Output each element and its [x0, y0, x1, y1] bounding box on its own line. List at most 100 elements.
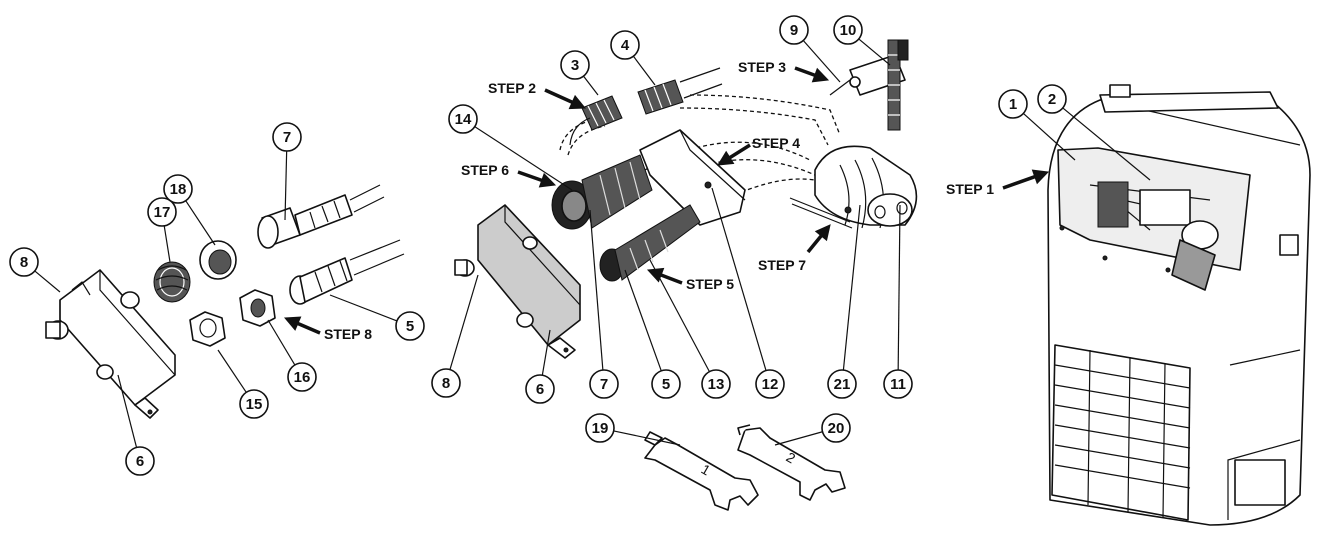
hose-adapter-11 [789, 145, 918, 229]
step-arrow-head [814, 224, 831, 242]
step-text: STEP 5 [686, 276, 734, 292]
step-arrow-head [568, 94, 587, 110]
center-assembly: 1 2 [454, 39, 918, 511]
step-label-step5: STEP 5 [646, 267, 734, 292]
step-text: STEP 3 [738, 59, 786, 75]
callout-number: 17 [154, 204, 171, 221]
leader-line [711, 187, 767, 371]
step-label-step4: STEP 4 [717, 135, 800, 166]
callout-c6b: 6 [525, 329, 555, 404]
callout-c17: 17 [147, 197, 177, 263]
leader-line [802, 40, 841, 83]
callout-circle [827, 369, 857, 399]
nut-18 [199, 240, 237, 280]
leader-line [185, 200, 216, 246]
leader-line [632, 55, 656, 86]
step-arrow-shaft [728, 143, 751, 160]
step-label-step2: STEP 2 [488, 80, 587, 110]
callout-circle [610, 30, 640, 60]
callout-c6a: 6 [117, 374, 155, 476]
leader-line [589, 209, 604, 371]
callout-number: 19 [592, 420, 609, 437]
callout-circle [585, 413, 615, 443]
callout-c11: 11 [883, 204, 913, 399]
wrench-19: 1 [644, 431, 759, 511]
callout-c16: 16 [267, 319, 317, 392]
hex-fitting-16 [239, 289, 276, 327]
callout-c8a: 8 [9, 247, 61, 293]
step-arrow-shaft [1002, 175, 1036, 190]
callout-number: 2 [1048, 91, 1056, 108]
leader-line [34, 270, 61, 293]
step-arrow-head [717, 150, 735, 166]
leader-line [541, 329, 551, 376]
step-arrow-shaft [806, 234, 823, 254]
callout-c8b: 8 [431, 274, 479, 398]
step-text: STEP 4 [752, 135, 800, 151]
callout-c12: 12 [711, 187, 785, 399]
callout-c2: 2 [1037, 84, 1151, 181]
callout-circle [589, 369, 619, 399]
leader-line [163, 225, 171, 263]
callout-c20: 20 [774, 413, 851, 446]
callout-number: 16 [294, 369, 311, 386]
step-label-step8: STEP 8 [283, 316, 372, 342]
leader-line [474, 126, 573, 191]
leader-line [1062, 107, 1151, 181]
step-arrow-head [811, 67, 830, 83]
callout-number: 5 [662, 376, 670, 393]
callout-circle [147, 197, 177, 227]
filter-4 [637, 67, 723, 115]
callout-number: 6 [136, 453, 144, 470]
step-arrow-shaft [297, 321, 321, 335]
step-arrow-shaft [794, 66, 816, 77]
callout-c15: 15 [217, 349, 269, 419]
callout-c10: 10 [833, 15, 891, 66]
callout-c7b: 7 [589, 209, 619, 399]
callout-c21: 21 [827, 204, 861, 399]
callout-c14: 14 [448, 104, 573, 191]
step-label-step3: STEP 3 [738, 59, 830, 83]
callout-number: 10 [840, 22, 857, 39]
callout-c3: 3 [560, 50, 599, 96]
step-label-step7: STEP 7 [758, 224, 831, 273]
left-assembly [45, 184, 405, 419]
callout-circle [395, 311, 425, 341]
step-label-step1: STEP 1 [946, 169, 1050, 197]
callout-c18: 18 [163, 174, 216, 246]
leader-line [842, 204, 861, 371]
callout-number: 8 [442, 375, 450, 392]
callout-number: 6 [536, 381, 544, 398]
step-label-step6: STEP 6 [461, 162, 557, 188]
fitting-7-left [257, 184, 385, 249]
step-text: STEP 2 [488, 80, 536, 96]
callout-c5a: 5 [329, 294, 425, 341]
leader-line [624, 269, 662, 372]
callout-number: 8 [20, 254, 28, 271]
callout-circle [125, 446, 155, 476]
fitting-5-left [289, 239, 405, 305]
callout-number: 20 [828, 420, 845, 437]
leader-line [649, 259, 710, 372]
leader-line [858, 38, 891, 66]
fitting-14 [551, 154, 653, 230]
callout-c4: 4 [610, 30, 656, 86]
leader-line [583, 75, 599, 96]
callout-circle [431, 368, 461, 398]
callout-number: 3 [571, 57, 579, 74]
filter-3 [581, 95, 623, 131]
leader-line [1022, 112, 1076, 161]
callout-number: 7 [283, 129, 291, 146]
leader-line [449, 274, 479, 370]
step-text: STEP 8 [324, 326, 372, 342]
step-arrow-shaft [517, 170, 543, 183]
callout-c9: 9 [779, 15, 841, 83]
step-text: STEP 1 [946, 181, 994, 197]
coil-nut-17 [153, 261, 191, 303]
leader-line [897, 204, 901, 371]
leader-line [329, 294, 398, 322]
bracket-left [45, 269, 176, 419]
callout-number: 13 [708, 376, 725, 393]
